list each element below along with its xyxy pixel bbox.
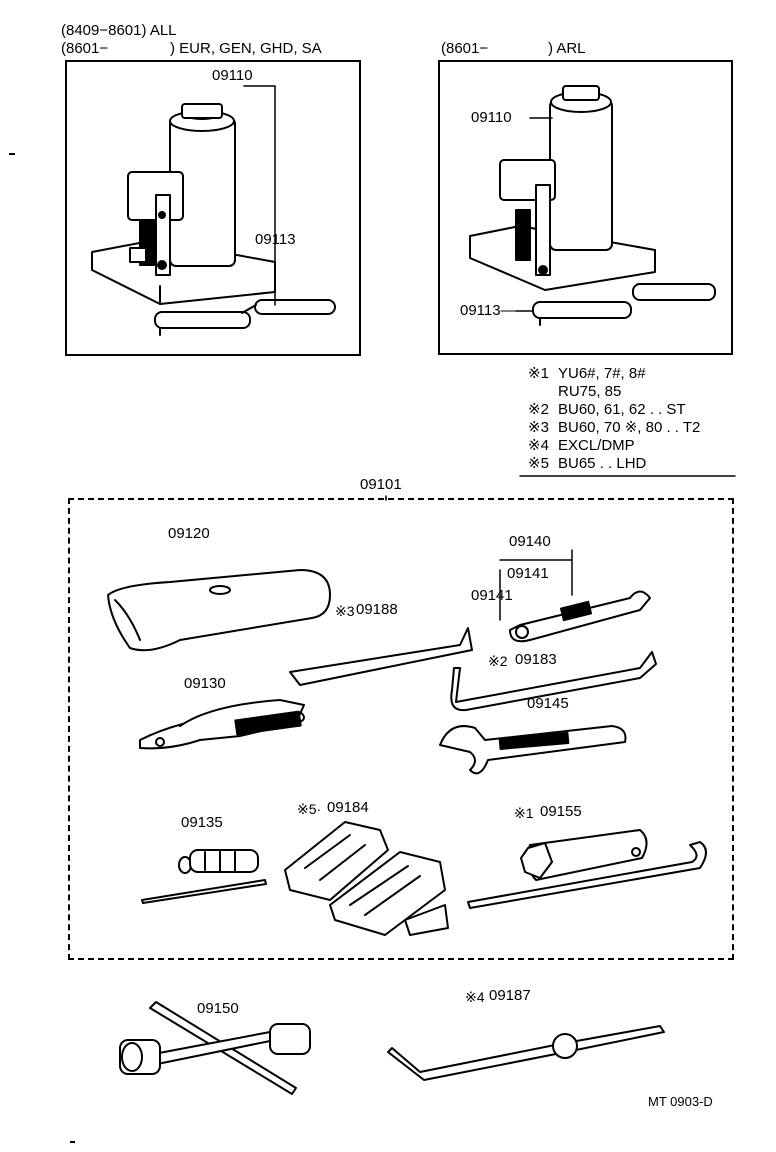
lug-wrench-drawing — [119, 1001, 311, 1095]
wheel-chocks-drawing — [284, 821, 449, 936]
hook-note-mark: ※2 — [488, 653, 508, 669]
jack-panel-right — [438, 60, 733, 355]
screwdriver-drawing — [141, 849, 267, 904]
diagram-code: MT 0903-D — [648, 1094, 713, 1109]
part-number-jack-right: 09110 — [471, 109, 512, 126]
part-number-screwdriver: 09135 — [181, 814, 223, 831]
open-end-wrenches-drawing — [509, 590, 651, 643]
tire-iron-rod-drawing — [289, 627, 473, 686]
header-applicability-eur-prefix: (8601− — [61, 40, 109, 57]
part-number-wrench-set: 09140 — [509, 533, 551, 550]
pliers-drawing — [139, 699, 305, 750]
part-number-box-wrench: 09155 — [540, 803, 582, 820]
part-number-lug-wrench: 09150 — [197, 1000, 239, 1017]
note-text: EXCL/DMP — [558, 437, 635, 454]
box-wrench-note-mark: ※1 — [514, 805, 534, 821]
box-wrench-drawing — [467, 829, 707, 909]
jack-handle-drawing — [387, 1025, 665, 1081]
part-number-wrench-a: 09141 — [507, 565, 549, 582]
header-applicability-arl-suffix: ) ARL — [548, 40, 586, 57]
note-text: BU60, 70 ※, 80 . . T2 — [558, 419, 701, 436]
part-number-wrench-b: 09141 — [471, 587, 513, 604]
note-text: BU60, 61, 62 . . ST — [558, 401, 686, 418]
note-mark: ※4 — [528, 437, 549, 454]
bottle-jack-left-drawing — [91, 103, 336, 336]
part-number-rod: 09188 — [356, 601, 398, 618]
chock-note-mark: ※5· — [297, 801, 322, 817]
header-applicability-eur-suffix: ) EUR, GEN, GHD, SA — [170, 40, 322, 57]
jack-panel-left — [65, 60, 361, 356]
part-number-pliers: 09130 — [184, 675, 226, 692]
note-mark: ※3 — [528, 419, 549, 436]
part-number-jack-left: 09110 — [212, 67, 253, 84]
part-number-wheel-chock: 09184 — [327, 799, 369, 816]
header-applicability-arl-prefix: (8601− — [441, 40, 489, 57]
header-applicability-all: (8409−8601) ALL — [61, 22, 177, 39]
toolset-frame — [68, 498, 734, 960]
note-mark: ※5 — [528, 455, 549, 472]
jack-handle-note-mark: ※4 — [465, 989, 485, 1005]
rod-note-mark: ※3 — [335, 603, 355, 619]
part-number-adjustable-wrench: 09145 — [527, 695, 569, 712]
part-number-tool-bag: 09120 — [168, 525, 210, 542]
part-number-toolset: 09101 — [360, 476, 402, 493]
adjustable-wrench-drawing — [439, 725, 627, 775]
part-number-jack-handle: 09187 — [489, 987, 531, 1004]
note-mark: ※1 — [528, 365, 549, 382]
note-text: BU65 . . LHD — [558, 455, 647, 472]
part-number-jack-handle-left: 09113 — [255, 231, 296, 248]
note-text: RU75, 85 — [558, 383, 622, 400]
tool-bag-drawing — [107, 569, 331, 652]
bottle-jack-right-drawing — [469, 85, 716, 326]
note-mark: ※2 — [528, 401, 549, 418]
note-text: YU6#, 7#, 8# — [558, 365, 646, 382]
part-number-jack-handle-right: 09113— — [460, 302, 516, 319]
hook-bar-drawing — [450, 651, 657, 712]
part-number-hook-bar: 09183 — [515, 651, 557, 668]
